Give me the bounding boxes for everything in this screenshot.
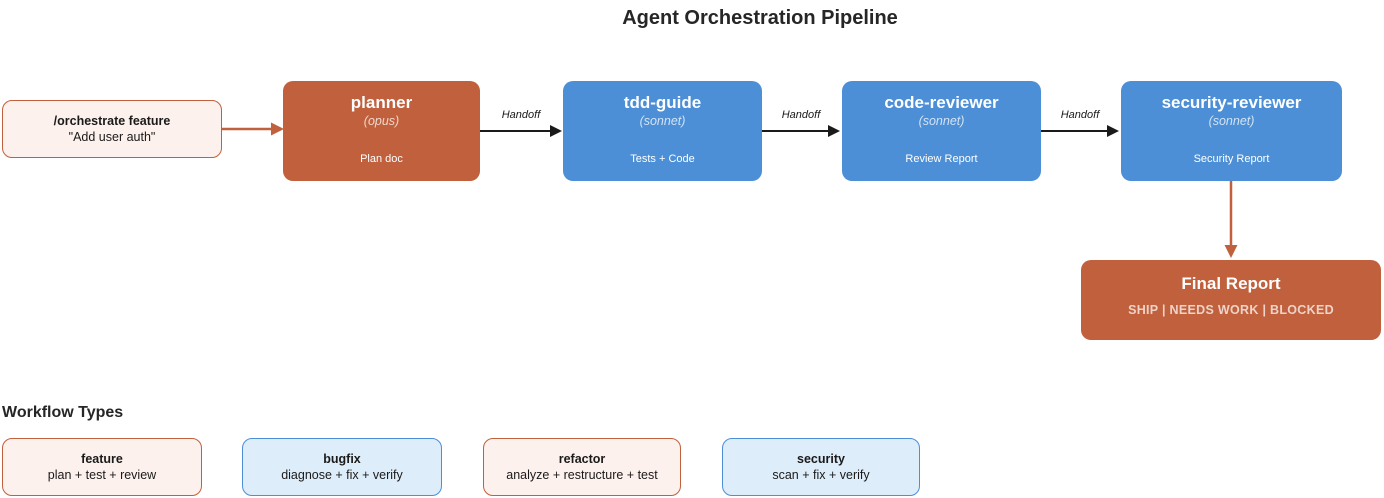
arrow-code-to-security xyxy=(1041,125,1119,137)
arrow-tdd-to-code xyxy=(762,125,840,137)
pipeline-node-code-reviewer: code-reviewer (sonnet) Review Report xyxy=(842,81,1041,181)
agent-output: Tests + Code xyxy=(630,153,695,165)
workflow-steps: analyze + restructure + test xyxy=(506,468,658,482)
workflow-type-bugfix: bugfix diagnose + fix + verify xyxy=(242,438,442,496)
pipeline-node-planner: planner (opus) Plan doc xyxy=(283,81,480,181)
page-title: Agent Orchestration Pipeline xyxy=(622,7,898,29)
agent-output: Review Report xyxy=(905,153,978,165)
agent-name: planner xyxy=(350,93,413,112)
input-command: /orchestrate feature xyxy=(53,114,171,128)
agent-output: Plan doc xyxy=(360,153,403,165)
workflow-steps: scan + fix + verify xyxy=(772,468,870,482)
final-report-node: Final Report SHIP | NEEDS WORK | BLOCKED xyxy=(1081,260,1381,340)
arrow-security-to-final xyxy=(1224,181,1238,258)
agent-model: (sonnet) xyxy=(918,114,965,128)
input-argument: "Add user auth" xyxy=(68,130,156,144)
final-report-status-options: SHIP | NEEDS WORK | BLOCKED xyxy=(1128,303,1334,317)
workflow-type-refactor: refactor analyze + restructure + test xyxy=(483,438,681,496)
workflow-name: feature xyxy=(81,452,123,466)
pipeline-node-security-reviewer: security-reviewer (sonnet) Security Repo… xyxy=(1121,81,1342,181)
agent-name: security-reviewer xyxy=(1161,93,1302,112)
agent-model: (sonnet) xyxy=(639,114,686,128)
handoff-label: Handoff xyxy=(1060,109,1100,121)
agent-name: code-reviewer xyxy=(884,93,999,112)
handoff-label: Handoff xyxy=(781,109,821,121)
agent-name: tdd-guide xyxy=(623,93,702,112)
workflow-name: bugfix xyxy=(323,452,361,466)
workflow-types-heading: Workflow Types xyxy=(2,404,124,421)
workflow-name: refactor xyxy=(558,452,606,466)
input-command-node: /orchestrate feature "Add user auth" xyxy=(2,100,222,158)
workflow-steps: diagnose + fix + verify xyxy=(281,468,403,482)
agent-output: Security Report xyxy=(1193,153,1270,165)
final-report-title: Final Report xyxy=(1181,274,1281,293)
workflow-type-feature: feature plan + test + review xyxy=(2,438,202,496)
agent-model: (sonnet) xyxy=(1208,114,1255,128)
workflow-name: security xyxy=(797,452,845,466)
workflow-steps: plan + test + review xyxy=(47,468,157,482)
arrow-planner-to-tdd xyxy=(480,125,562,137)
workflow-type-security: security scan + fix + verify xyxy=(722,438,920,496)
pipeline-node-tdd-guide: tdd-guide (sonnet) Tests + Code xyxy=(563,81,762,181)
arrow-input-to-planner xyxy=(222,122,284,136)
agent-model: (opus) xyxy=(363,114,400,128)
handoff-label: Handoff xyxy=(501,109,541,121)
